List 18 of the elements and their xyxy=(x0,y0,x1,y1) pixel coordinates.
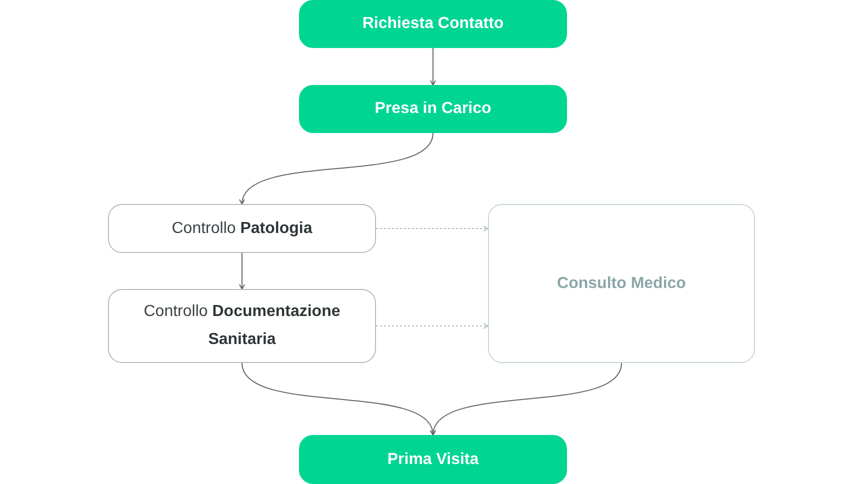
process-box xyxy=(299,435,567,484)
process-box xyxy=(299,0,567,48)
arrow xyxy=(430,48,436,86)
step-label: Prima Visita xyxy=(387,450,479,470)
process-box xyxy=(108,204,376,253)
arrow xyxy=(239,252,245,290)
process-box xyxy=(108,289,376,363)
dotted-arrow xyxy=(376,226,488,232)
process-box xyxy=(488,204,755,363)
step-label: Presa in Carico xyxy=(374,99,492,119)
step-label: Controllo Documentazione Sanitaria xyxy=(142,302,342,350)
step-label: Controllo Patologia xyxy=(172,218,312,238)
process-box xyxy=(299,85,567,133)
arrow xyxy=(240,132,434,204)
dotted-arrow xyxy=(376,323,488,329)
arrow xyxy=(431,362,622,436)
step-label: Richiesta Contatto xyxy=(362,14,504,34)
step-label: Consulto Medico xyxy=(557,274,686,294)
